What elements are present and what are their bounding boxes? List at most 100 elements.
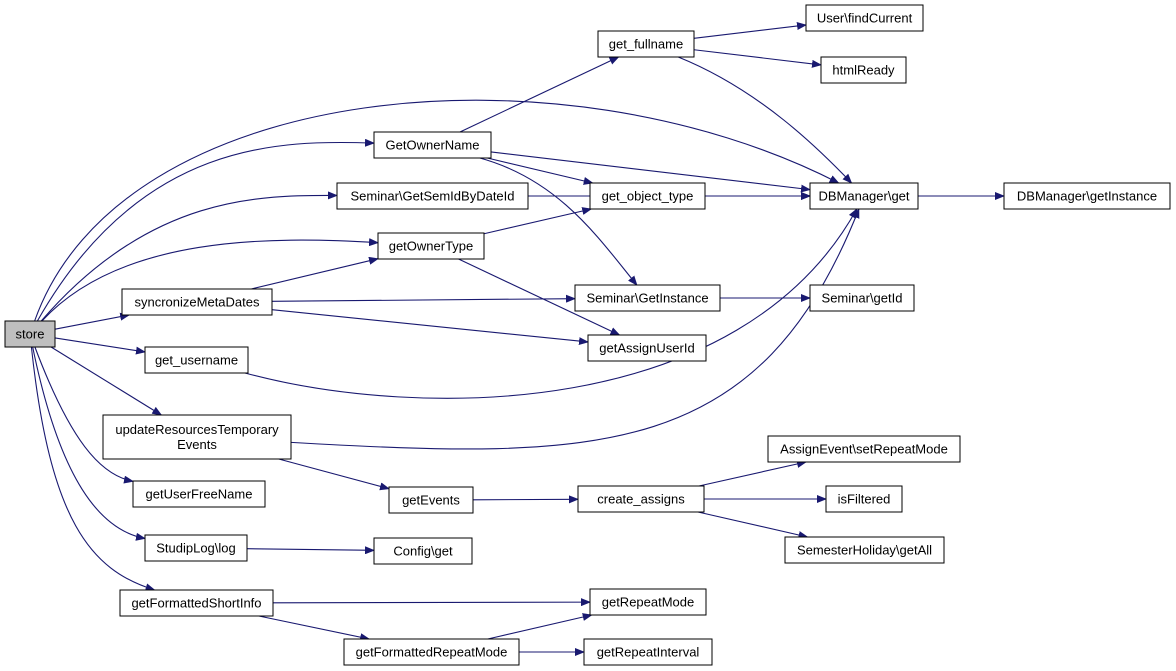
edge-store-to-get_username xyxy=(54,337,146,355)
node-label: get_fullname xyxy=(609,37,683,52)
node-isFiltered[interactable]: isFiltered xyxy=(825,485,903,513)
node-htmlReady[interactable]: htmlReady xyxy=(820,56,907,84)
node-box xyxy=(119,589,274,617)
node-label: getRepeatInterval xyxy=(597,645,700,660)
node-getFormattedRepeatMode[interactable]: getFormattedRepeatMode xyxy=(343,638,520,666)
edge-get_username-to-DBManagerGet xyxy=(244,208,858,399)
node-box xyxy=(388,486,474,514)
node-label: User\findCurrent xyxy=(817,11,913,26)
node-label: create_assigns xyxy=(597,492,685,507)
edge-store-to-getOwnerType xyxy=(41,238,379,322)
node-label: AssignEvent\setRepeatMode xyxy=(780,442,948,457)
node-box xyxy=(767,435,961,463)
node-get_username[interactable]: get_username xyxy=(144,346,249,374)
node-label: getOwnerType xyxy=(389,239,474,254)
node-label: isFiltered xyxy=(838,492,891,507)
node-SeminarGetInstance[interactable]: Seminar\GetInstance xyxy=(574,284,721,312)
node-SeminarGetSemIdByDateId[interactable]: Seminar\GetSemIdByDateId xyxy=(336,182,529,210)
node-box xyxy=(587,334,707,362)
edge-create_assigns-to-SemesterHolidayGetAll xyxy=(697,511,809,539)
edge-GetOwnerName-to-SeminarGetInstance xyxy=(479,157,638,286)
node-label: getFormattedShortInfo xyxy=(131,596,261,611)
node-box xyxy=(784,536,945,564)
node-ConfigGet[interactable]: Config\get xyxy=(373,537,473,565)
node-label: syncronizeMetaDates xyxy=(135,295,260,310)
edge-GetOwnerName-to-get_object_type xyxy=(487,157,594,185)
node-box xyxy=(377,232,485,260)
node-syncronizeMetaDates[interactable]: syncronizeMetaDates xyxy=(121,288,273,316)
edge-store-to-updateResourcesTemporaryEvents xyxy=(50,346,163,416)
node-box xyxy=(144,346,249,374)
node-SeminarGetId[interactable]: Seminar\getId xyxy=(809,284,915,312)
node-UserFindCurrent[interactable]: User\findCurrent xyxy=(805,4,924,32)
node-box xyxy=(1003,182,1171,210)
node-box xyxy=(144,534,248,562)
node-label: htmlReady xyxy=(832,63,895,78)
node-box xyxy=(574,284,721,312)
edge-get_fullname-to-DBManagerGet xyxy=(678,56,853,184)
node-label: GetOwnerName xyxy=(386,138,480,153)
node-getUserFreeName[interactable]: getUserFreeName xyxy=(132,480,266,508)
node-getOwnerType[interactable]: getOwnerType xyxy=(377,232,485,260)
edge-updateResourcesTemporaryEvents-to-getEvents xyxy=(278,458,390,491)
edge-store-to-GetOwnerName xyxy=(36,138,375,322)
node-box xyxy=(597,30,695,58)
node-DBManagerGet[interactable]: DBManager\get xyxy=(809,182,919,210)
edge-getFormattedRepeatMode-to-getRepeatMode xyxy=(487,613,593,640)
node-label: StudipLog\log xyxy=(156,541,236,556)
edge-getFormattedShortInfo-to-getRepeatMode xyxy=(272,598,591,607)
edge-updateResourcesTemporaryEvents-to-DBManagerGet xyxy=(290,208,860,450)
node-getFormattedShortInfo[interactable]: getFormattedShortInfo xyxy=(119,589,274,617)
node-AssignEventSetRepeatMode[interactable]: AssignEvent\setRepeatMode xyxy=(767,435,961,463)
node-box xyxy=(820,56,907,84)
node-label: Seminar\GetSemIdByDateId xyxy=(350,189,514,204)
node-label: getRepeatMode xyxy=(602,595,695,610)
node-getRepeatInterval[interactable]: getRepeatInterval xyxy=(583,638,713,666)
edge-store-to-syncronizeMetaDates xyxy=(54,312,131,330)
node-box xyxy=(343,638,520,666)
edge-GetOwnerName-to-DBManagerGet xyxy=(490,151,811,193)
node-label: Seminar\getId xyxy=(822,291,903,306)
node-SemesterHolidayGetAll[interactable]: SemesterHoliday\getAll xyxy=(784,536,945,564)
node-box xyxy=(132,480,266,508)
node-box xyxy=(809,182,919,210)
node-label: SemesterHoliday\getAll xyxy=(797,543,932,558)
edge-store-to-DBManagerGet xyxy=(34,99,840,322)
node-getAssignUserId[interactable]: getAssignUserId xyxy=(587,334,707,362)
node-label: getUserFreeName xyxy=(146,487,253,502)
node-box xyxy=(577,485,705,513)
node-box xyxy=(583,638,713,666)
node-label: get_object_type xyxy=(602,189,694,204)
node-getRepeatMode[interactable]: getRepeatMode xyxy=(589,588,707,616)
node-GetOwnerName[interactable]: GetOwnerName xyxy=(373,131,492,159)
node-box xyxy=(805,4,924,32)
node-get_object_type[interactable]: get_object_type xyxy=(589,182,706,210)
edge-syncronizeMetaDates-to-getAssignUserId xyxy=(271,309,589,346)
nodes-layer: store GetOwnerNameSeminar\GetSemIdByDateI… xyxy=(4,4,1171,666)
edge-get_fullname-to-UserFindCurrent xyxy=(693,22,807,39)
node-store[interactable]: store xyxy=(4,320,56,348)
edge-get_fullname-to-htmlReady xyxy=(693,49,822,68)
node-box xyxy=(336,182,529,210)
node-get_fullname[interactable]: get_fullname xyxy=(597,30,695,58)
edge-store-to-getFormattedShortInfo xyxy=(30,346,156,592)
node-getEvents[interactable]: getEvents xyxy=(388,486,474,514)
node-box xyxy=(121,288,273,316)
edge-getOwnerType-to-getAssignUserId xyxy=(458,258,621,336)
edge-store-to-StudipLogLog xyxy=(32,346,146,541)
node-label: DBManager\getInstance xyxy=(1017,189,1157,204)
edge-syncronizeMetaDates-to-SeminarGetInstance xyxy=(271,294,576,303)
edge-create_assigns-to-AssignEventSetRepeatMode xyxy=(698,460,807,487)
node-label: getEvents xyxy=(402,493,460,508)
node-box xyxy=(825,485,903,513)
edge-StudipLogLog-to-ConfigGet xyxy=(246,546,375,555)
node-box xyxy=(373,537,473,565)
node-box xyxy=(102,414,292,460)
node-DBManagerGetInstance[interactable]: DBManager\getInstance xyxy=(1003,182,1171,210)
node-box xyxy=(373,131,492,159)
node-StudipLogLog[interactable]: StudipLog\log xyxy=(144,534,248,562)
node-create_assigns[interactable]: create_assigns xyxy=(577,485,705,513)
